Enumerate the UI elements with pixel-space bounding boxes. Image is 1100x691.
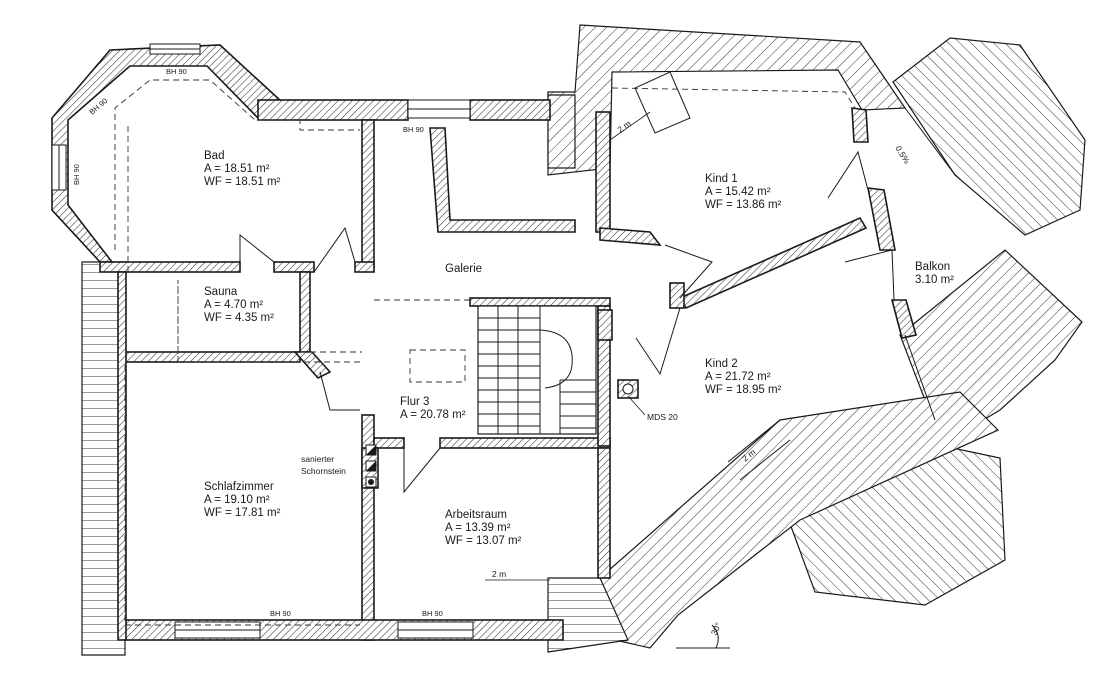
roof-lines: [676, 107, 956, 649]
room-name: Kind 1: [705, 173, 738, 185]
room-bad: Bad A = 18.51 m² WF = 18.51 m²: [204, 150, 281, 188]
dashed-lines: [114, 79, 856, 626]
room-area: A = 19.10 m²: [204, 494, 270, 506]
schornstein: [365, 444, 377, 488]
room-arbeitsraum: Arbeitsraum A = 13.39 m² WF = 13.07 m²: [445, 509, 522, 547]
roof-top-right: [547, 24, 907, 176]
room-name: Galerie: [445, 263, 482, 275]
roof-surfaces: [81, 24, 1086, 656]
room-area: A = 4.70 m²: [204, 299, 263, 311]
room-name: Balkon: [915, 261, 950, 273]
dim-label-kind1: 2 m: [615, 118, 632, 134]
dim-label-arbeitsraum: 2 m: [492, 569, 506, 579]
room-name: Bad: [204, 150, 224, 162]
bh-label-arbeitsraum: BH 90: [422, 609, 443, 618]
roof-left-kind1: [547, 94, 576, 169]
room-wf: WF = 13.86 m²: [705, 199, 782, 211]
schornstein-label-2: Schornstein: [301, 466, 346, 476]
staircase: [477, 305, 597, 435]
roof-dormer-upper: [892, 37, 1086, 236]
walls: [99, 99, 918, 641]
room-sauna: Sauna A = 4.70 m² WF = 4.35 m²: [204, 286, 274, 324]
room-galerie: Galerie: [445, 263, 482, 275]
room-schlafzimmer: Schlafzimmer A = 19.10 m² WF = 17.81 m²: [204, 481, 281, 519]
bh-label-galerie: BH 90: [403, 125, 424, 134]
room-area: A = 13.39 m²: [445, 522, 511, 534]
room-name: Kind 2: [705, 358, 738, 370]
room-kind2: Kind 2 A = 21.72 m² WF = 18.95 m²: [705, 358, 782, 396]
bh-label-schlafzimmer: BH 90: [270, 609, 291, 618]
room-name: Sauna: [204, 286, 238, 298]
room-area: A = 18.51 m²: [204, 163, 270, 175]
room-wf: WF = 17.81 m²: [204, 507, 281, 519]
bh-label-bay-top: BH 90: [166, 67, 187, 76]
room-wf: WF = 18.51 m²: [204, 176, 281, 188]
dimension-marks: [485, 111, 651, 581]
bh-label-bay-left: BH 90: [72, 164, 81, 185]
mds-leader: [627, 395, 646, 416]
room-kind1: Kind 1 A = 15.42 m² WF = 13.86 m²: [705, 173, 782, 211]
room-area: A = 15.42 m²: [705, 186, 771, 198]
room-wf: WF = 13.07 m²: [445, 535, 522, 547]
skylight-kind1: [634, 71, 691, 134]
room-labels: Bad A = 18.51 m² WF = 18.51 m² Sauna A =…: [204, 150, 954, 547]
room-area: A = 21.72 m²: [705, 371, 771, 383]
room-name: Arbeitsraum: [445, 509, 507, 521]
room-name: Schlafzimmer: [204, 481, 274, 493]
room-balkon: Balkon 3.10 m²: [915, 261, 954, 286]
roof-lower-diagonal: [599, 391, 1000, 649]
room-flur: Flur 3 A = 20.78 m²: [400, 396, 466, 421]
room-area: A = 20.78 m²: [400, 409, 466, 421]
schornstein-label-1: sanierter: [301, 454, 334, 464]
mds-label: MDS 20: [647, 412, 678, 422]
bay-window: [51, 43, 283, 263]
room-wf: WF = 18.95 m²: [705, 384, 782, 396]
slope-label: 0.5%: [893, 144, 912, 166]
room-name: Flur 3: [400, 396, 429, 408]
room-wf: WF = 4.35 m²: [204, 312, 274, 324]
room-area: 3.10 m²: [915, 274, 954, 286]
door-swings: [239, 150, 895, 494]
angle-label: 30°: [709, 621, 723, 637]
